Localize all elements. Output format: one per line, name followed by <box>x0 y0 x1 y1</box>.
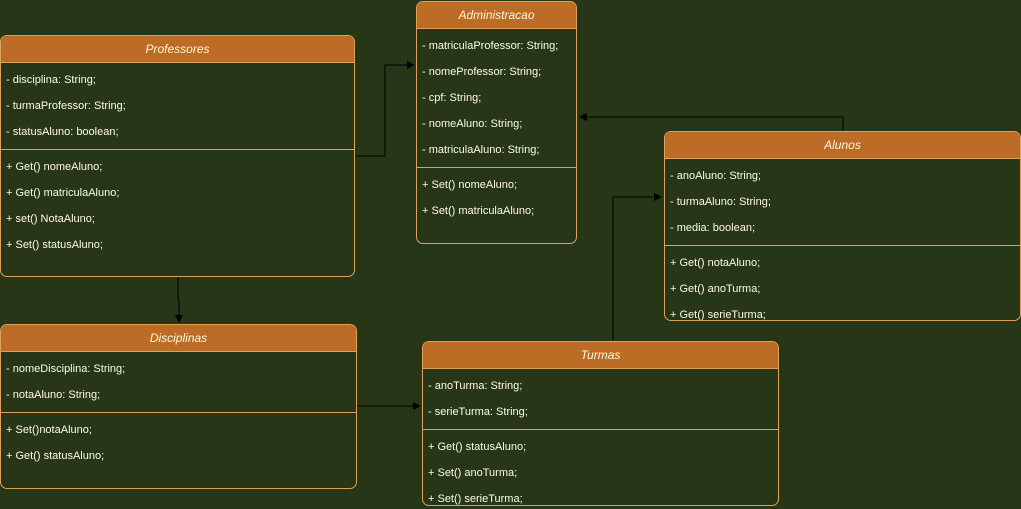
class-divider <box>1 412 356 413</box>
attribute-row[interactable]: - matriculaAluno: String; <box>422 144 540 156</box>
method-row[interactable]: + Set() serieTurma; <box>428 493 523 505</box>
method-row[interactable]: + Get() statusAluno; <box>428 441 527 453</box>
edge-professores-to-administracao <box>355 61 415 157</box>
attribute-row[interactable]: - notaAluno: String; <box>6 389 101 401</box>
class-divider <box>417 167 576 168</box>
class-administracao-attributes: - matriculaProfessor: String; - nomeProf… <box>417 29 576 167</box>
class-turmas[interactable]: Turmas - anoTurma: String; - serieTurma:… <box>422 341 779 506</box>
attribute-row[interactable]: - matriculaProfessor: String; <box>422 40 559 52</box>
class-disciplinas[interactable]: Disciplinas - nomeDisciplina: String; - … <box>0 324 357 489</box>
class-professores-methods: + Get() nomeAluno; + Get() matriculaAlun… <box>1 150 354 262</box>
method-row[interactable]: + Set() statusAluno; <box>6 239 103 251</box>
class-turmas-methods: + Get() statusAluno; + Set() anoTurma; +… <box>423 430 778 505</box>
attribute-row[interactable]: - nomeDisciplina: String; <box>6 363 126 375</box>
method-row[interactable]: + Set() nomeAluno; <box>422 179 518 191</box>
method-row[interactable]: + Get() anoTurma; <box>670 283 761 295</box>
class-alunos-title[interactable]: Alunos <box>665 132 1020 159</box>
attribute-row[interactable]: - media: boolean; <box>670 222 755 234</box>
attribute-row[interactable]: - anoTurma: String; <box>428 380 523 392</box>
class-divider <box>423 429 778 430</box>
attribute-row[interactable]: - anoAluno: String; <box>670 170 762 182</box>
attribute-row[interactable]: - turmaAluno: String; <box>670 196 771 208</box>
class-administracao[interactable]: Administracao - matriculaProfessor: Stri… <box>416 1 577 244</box>
class-professores-title[interactable]: Professores <box>1 36 354 63</box>
attribute-row[interactable]: - nomeProfessor: String; <box>422 66 542 78</box>
method-row[interactable]: + Set() anoTurma; <box>428 467 518 479</box>
class-disciplinas-title[interactable]: Disciplinas <box>1 325 356 352</box>
method-row[interactable]: + Get() matriculaAluno; <box>6 187 120 199</box>
attribute-row[interactable]: - turmaProfessor: String; <box>6 100 126 112</box>
attribute-row[interactable]: - statusAluno: boolean; <box>6 126 119 138</box>
class-professores-attributes: - disciplina: String; - turmaProfessor: … <box>1 63 354 149</box>
edge-turmas-to-alunos <box>612 193 662 341</box>
edge-professores-to-disciplinas <box>175 277 183 323</box>
method-row[interactable]: + Set() matriculaAluno; <box>422 205 535 217</box>
class-administracao-title[interactable]: Administracao <box>417 2 576 29</box>
class-alunos[interactable]: Alunos - anoAluno: String; - turmaAluno:… <box>664 131 1021 321</box>
class-disciplinas-methods: + Set()notaAluno; + Get() statusAluno; <box>1 413 356 473</box>
class-administracao-methods: + Set() nomeAluno; + Set() matriculaAlun… <box>417 168 576 228</box>
attribute-row[interactable]: - serieTurma: String; <box>428 406 528 418</box>
method-row[interactable]: + Set()notaAluno; <box>6 424 92 436</box>
method-row[interactable]: + Get() serieTurma; <box>670 309 766 321</box>
class-divider <box>1 149 354 150</box>
edge-alunos-to-administracao <box>579 113 844 131</box>
method-row[interactable]: + Get() notaAluno; <box>670 257 761 269</box>
attribute-row[interactable]: - cpf: String; <box>422 92 482 104</box>
class-turmas-title[interactable]: Turmas <box>423 342 778 369</box>
method-row[interactable]: + Get() nomeAluno; <box>6 161 103 173</box>
class-turmas-attributes: - anoTurma: String; - serieTurma: String… <box>423 369 778 429</box>
method-row[interactable]: + Get() statusAluno; <box>6 450 105 462</box>
class-professores[interactable]: Professores - disciplina: String; - turm… <box>0 35 355 277</box>
method-row[interactable]: + set() NotaAluno; <box>6 213 95 225</box>
class-divider <box>665 245 1020 246</box>
attribute-row[interactable]: - disciplina: String; <box>6 74 96 86</box>
class-alunos-methods: + Get() notaAluno; + Get() anoTurma; + G… <box>665 246 1020 321</box>
attribute-row[interactable]: - nomeAluno: String; <box>422 118 523 130</box>
class-alunos-attributes: - anoAluno: String; - turmaAluno: String… <box>665 159 1020 245</box>
class-disciplinas-attributes: - nomeDisciplina: String; - notaAluno: S… <box>1 352 356 412</box>
